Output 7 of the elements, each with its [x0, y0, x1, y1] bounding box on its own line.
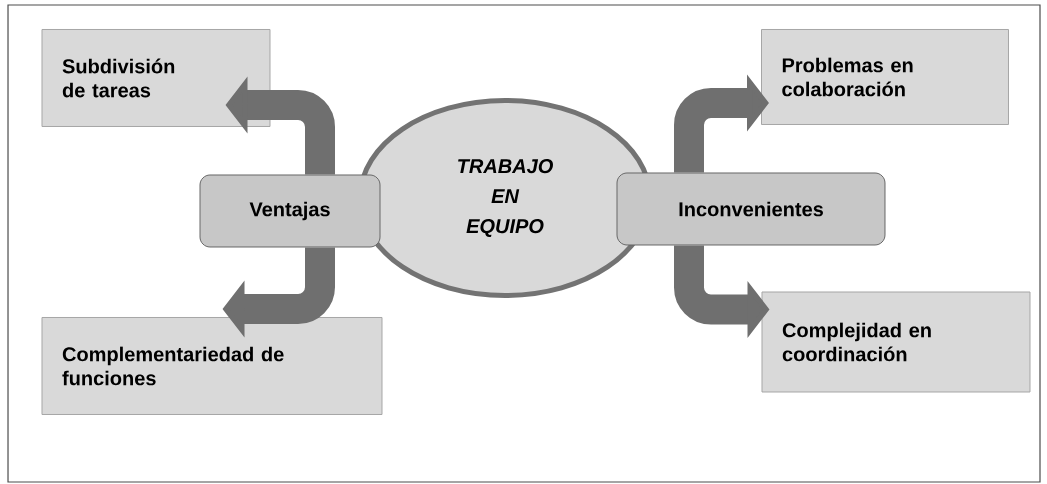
category-box: Ventajas — [199, 174, 381, 248]
category-box: Inconvenientes — [616, 172, 886, 246]
text-box: Complementariedad de funciones — [41, 317, 383, 415]
curved-arrow — [674, 74, 769, 173]
text-box: Complejidad en coordinación — [761, 291, 1031, 393]
text-box: Subdivisión de tareas — [41, 29, 271, 127]
text-box: Problemas en colaboración — [761, 29, 1009, 125]
